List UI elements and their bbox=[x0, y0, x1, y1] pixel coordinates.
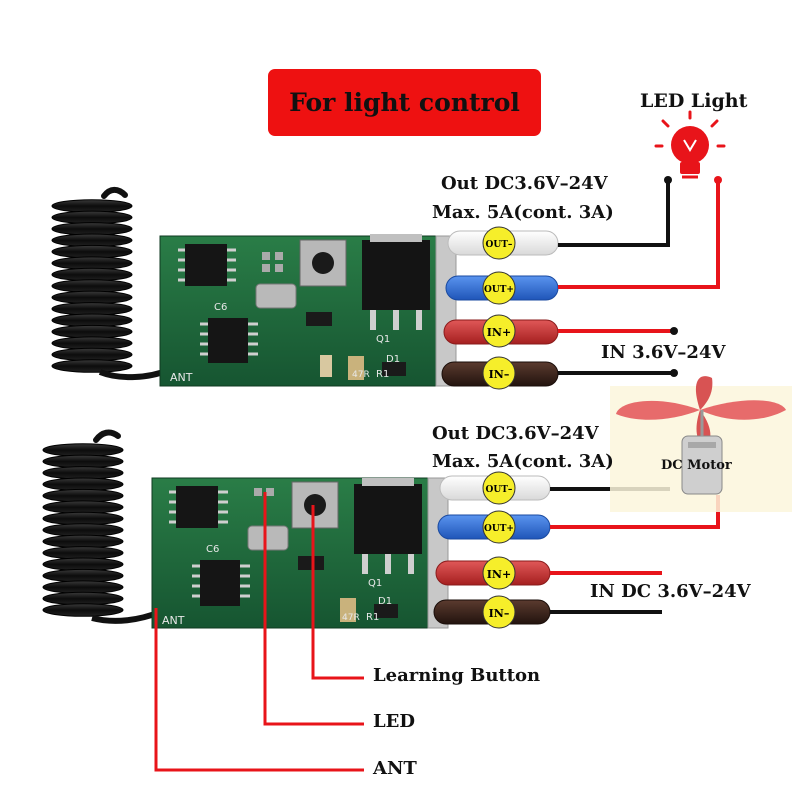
antenna-coil-turn bbox=[51, 244, 133, 259]
antenna-coil-turn bbox=[42, 580, 124, 594]
antenna-coil-turn bbox=[42, 568, 124, 583]
bottom-input-spec: IN DC 3.6V–24V bbox=[590, 581, 751, 602]
terminal-out-minus-bottom: OUT– bbox=[486, 485, 513, 495]
led-light-label: LED Light bbox=[640, 90, 748, 112]
callout-lines bbox=[154, 492, 364, 772]
antenna-coil-turn bbox=[51, 302, 133, 316]
silk-q1-bottom: Q1 bbox=[368, 578, 382, 589]
terminal-in-minus-top: IN– bbox=[489, 368, 510, 381]
callout-line-ant bbox=[154, 608, 364, 772]
antenna-coil-turn bbox=[51, 290, 133, 305]
antenna-coil-turn bbox=[42, 523, 124, 537]
pcb-board-bottom: ANT C6 D1 R1 47R Q1 bbox=[151, 477, 449, 629]
silk-47r-top: 47R bbox=[352, 370, 370, 380]
antenna-coil-turn bbox=[51, 359, 133, 373]
callout-led: LED bbox=[373, 711, 415, 732]
antenna-coil-turn bbox=[42, 443, 124, 457]
spring-antenna-icon bbox=[42, 429, 162, 624]
silk-ant-bottom: ANT bbox=[162, 614, 185, 627]
top-output-spec-line2: Max. 5A(cont. 3A) bbox=[432, 202, 614, 223]
terminal-in-plus-top: IN+ bbox=[487, 326, 511, 339]
wire-in-plus-top: IN+ bbox=[443, 314, 678, 348]
antenna-coil-turn bbox=[42, 511, 124, 526]
dc-motor-label: DC Motor bbox=[661, 458, 732, 473]
top-input-spec: IN 3.6V–24V bbox=[601, 342, 726, 363]
wire-in-minus-bottom: IN– bbox=[433, 595, 662, 629]
dc-motor-fan-icon bbox=[610, 376, 792, 512]
terminal-out-plus-top: OUT+ bbox=[484, 285, 514, 295]
spring-antenna-icon bbox=[51, 186, 170, 381]
silk-r1-bottom: R1 bbox=[366, 612, 379, 623]
wire-out-minus-top: OUT– bbox=[447, 180, 670, 260]
antenna-coil-turn bbox=[51, 222, 133, 236]
antenna-coil-turn bbox=[51, 256, 133, 270]
callout-line-learning-button bbox=[311, 505, 364, 680]
antenna-coil-turn bbox=[51, 347, 133, 362]
silk-d1-top: D1 bbox=[386, 354, 400, 365]
terminal-in-plus-bottom: IN+ bbox=[487, 568, 511, 581]
silk-c6-top: C6 bbox=[214, 302, 227, 313]
callout-ant: ANT bbox=[373, 758, 417, 779]
antenna-coil-turn bbox=[42, 557, 124, 572]
antenna-coil-turn bbox=[42, 546, 124, 560]
silk-ant-top: ANT bbox=[170, 371, 193, 384]
silk-q1-top: Q1 bbox=[376, 334, 390, 345]
title-banner: For light control bbox=[268, 69, 541, 136]
antenna-coil-turn bbox=[42, 591, 124, 606]
terminal-out-minus-top: OUT– bbox=[486, 240, 513, 250]
top-output-spec-line1: Out DC3.6V–24V bbox=[441, 173, 608, 194]
antenna-coil-turn bbox=[42, 454, 124, 469]
antenna-coil-turn bbox=[51, 324, 133, 339]
antenna-coil-turn bbox=[51, 233, 133, 248]
silk-d1-bottom: D1 bbox=[378, 596, 392, 607]
silk-47r-bottom: 47R bbox=[342, 613, 360, 623]
board-bottom-assembly: ANT C6 D1 R1 47R Q1 OUT– OUT+ bbox=[42, 376, 792, 629]
antenna-coil-turn bbox=[42, 488, 124, 503]
antenna-coil-turn bbox=[42, 477, 124, 492]
antenna-coil-turn bbox=[51, 279, 133, 293]
wire-out-plus-top: OUT+ bbox=[445, 180, 720, 305]
wire-out-plus-bottom: OUT+ bbox=[437, 495, 720, 544]
silk-c6-bottom: C6 bbox=[206, 544, 219, 555]
terminal-in-minus-bottom: IN– bbox=[489, 607, 510, 620]
wire-in-plus-bottom: IN+ bbox=[435, 556, 662, 590]
wire-in-minus-top: IN– bbox=[441, 356, 678, 390]
led-bulb-icon bbox=[654, 110, 726, 184]
board-top-assembly: ANT C6 D1 R1 47R Q1 OUT– OUT+ bbox=[51, 110, 726, 390]
callout-learning-button: Learning Button bbox=[373, 665, 541, 686]
pcb-board-top: ANT C6 D1 R1 47R Q1 bbox=[159, 234, 457, 387]
bottom-output-spec-line2: Max. 5A(cont. 3A) bbox=[432, 451, 614, 472]
antenna-coil-turn bbox=[42, 603, 124, 617]
antenna-coil-turn bbox=[51, 336, 133, 350]
antenna-coil-turn bbox=[51, 199, 133, 213]
antenna-coil-turn bbox=[42, 466, 124, 480]
antenna-coil-turn bbox=[51, 313, 133, 328]
antenna-coil-turn bbox=[42, 534, 124, 549]
antenna-coil-turn bbox=[42, 500, 124, 514]
callout-line-led bbox=[263, 492, 364, 726]
antenna-coil-turn bbox=[51, 210, 133, 225]
antenna-coil-turn bbox=[51, 267, 133, 282]
terminal-out-plus-bottom: OUT+ bbox=[484, 524, 514, 534]
silk-r1-top: R1 bbox=[376, 369, 389, 380]
bottom-output-spec-line1: Out DC3.6V–24V bbox=[432, 423, 599, 444]
